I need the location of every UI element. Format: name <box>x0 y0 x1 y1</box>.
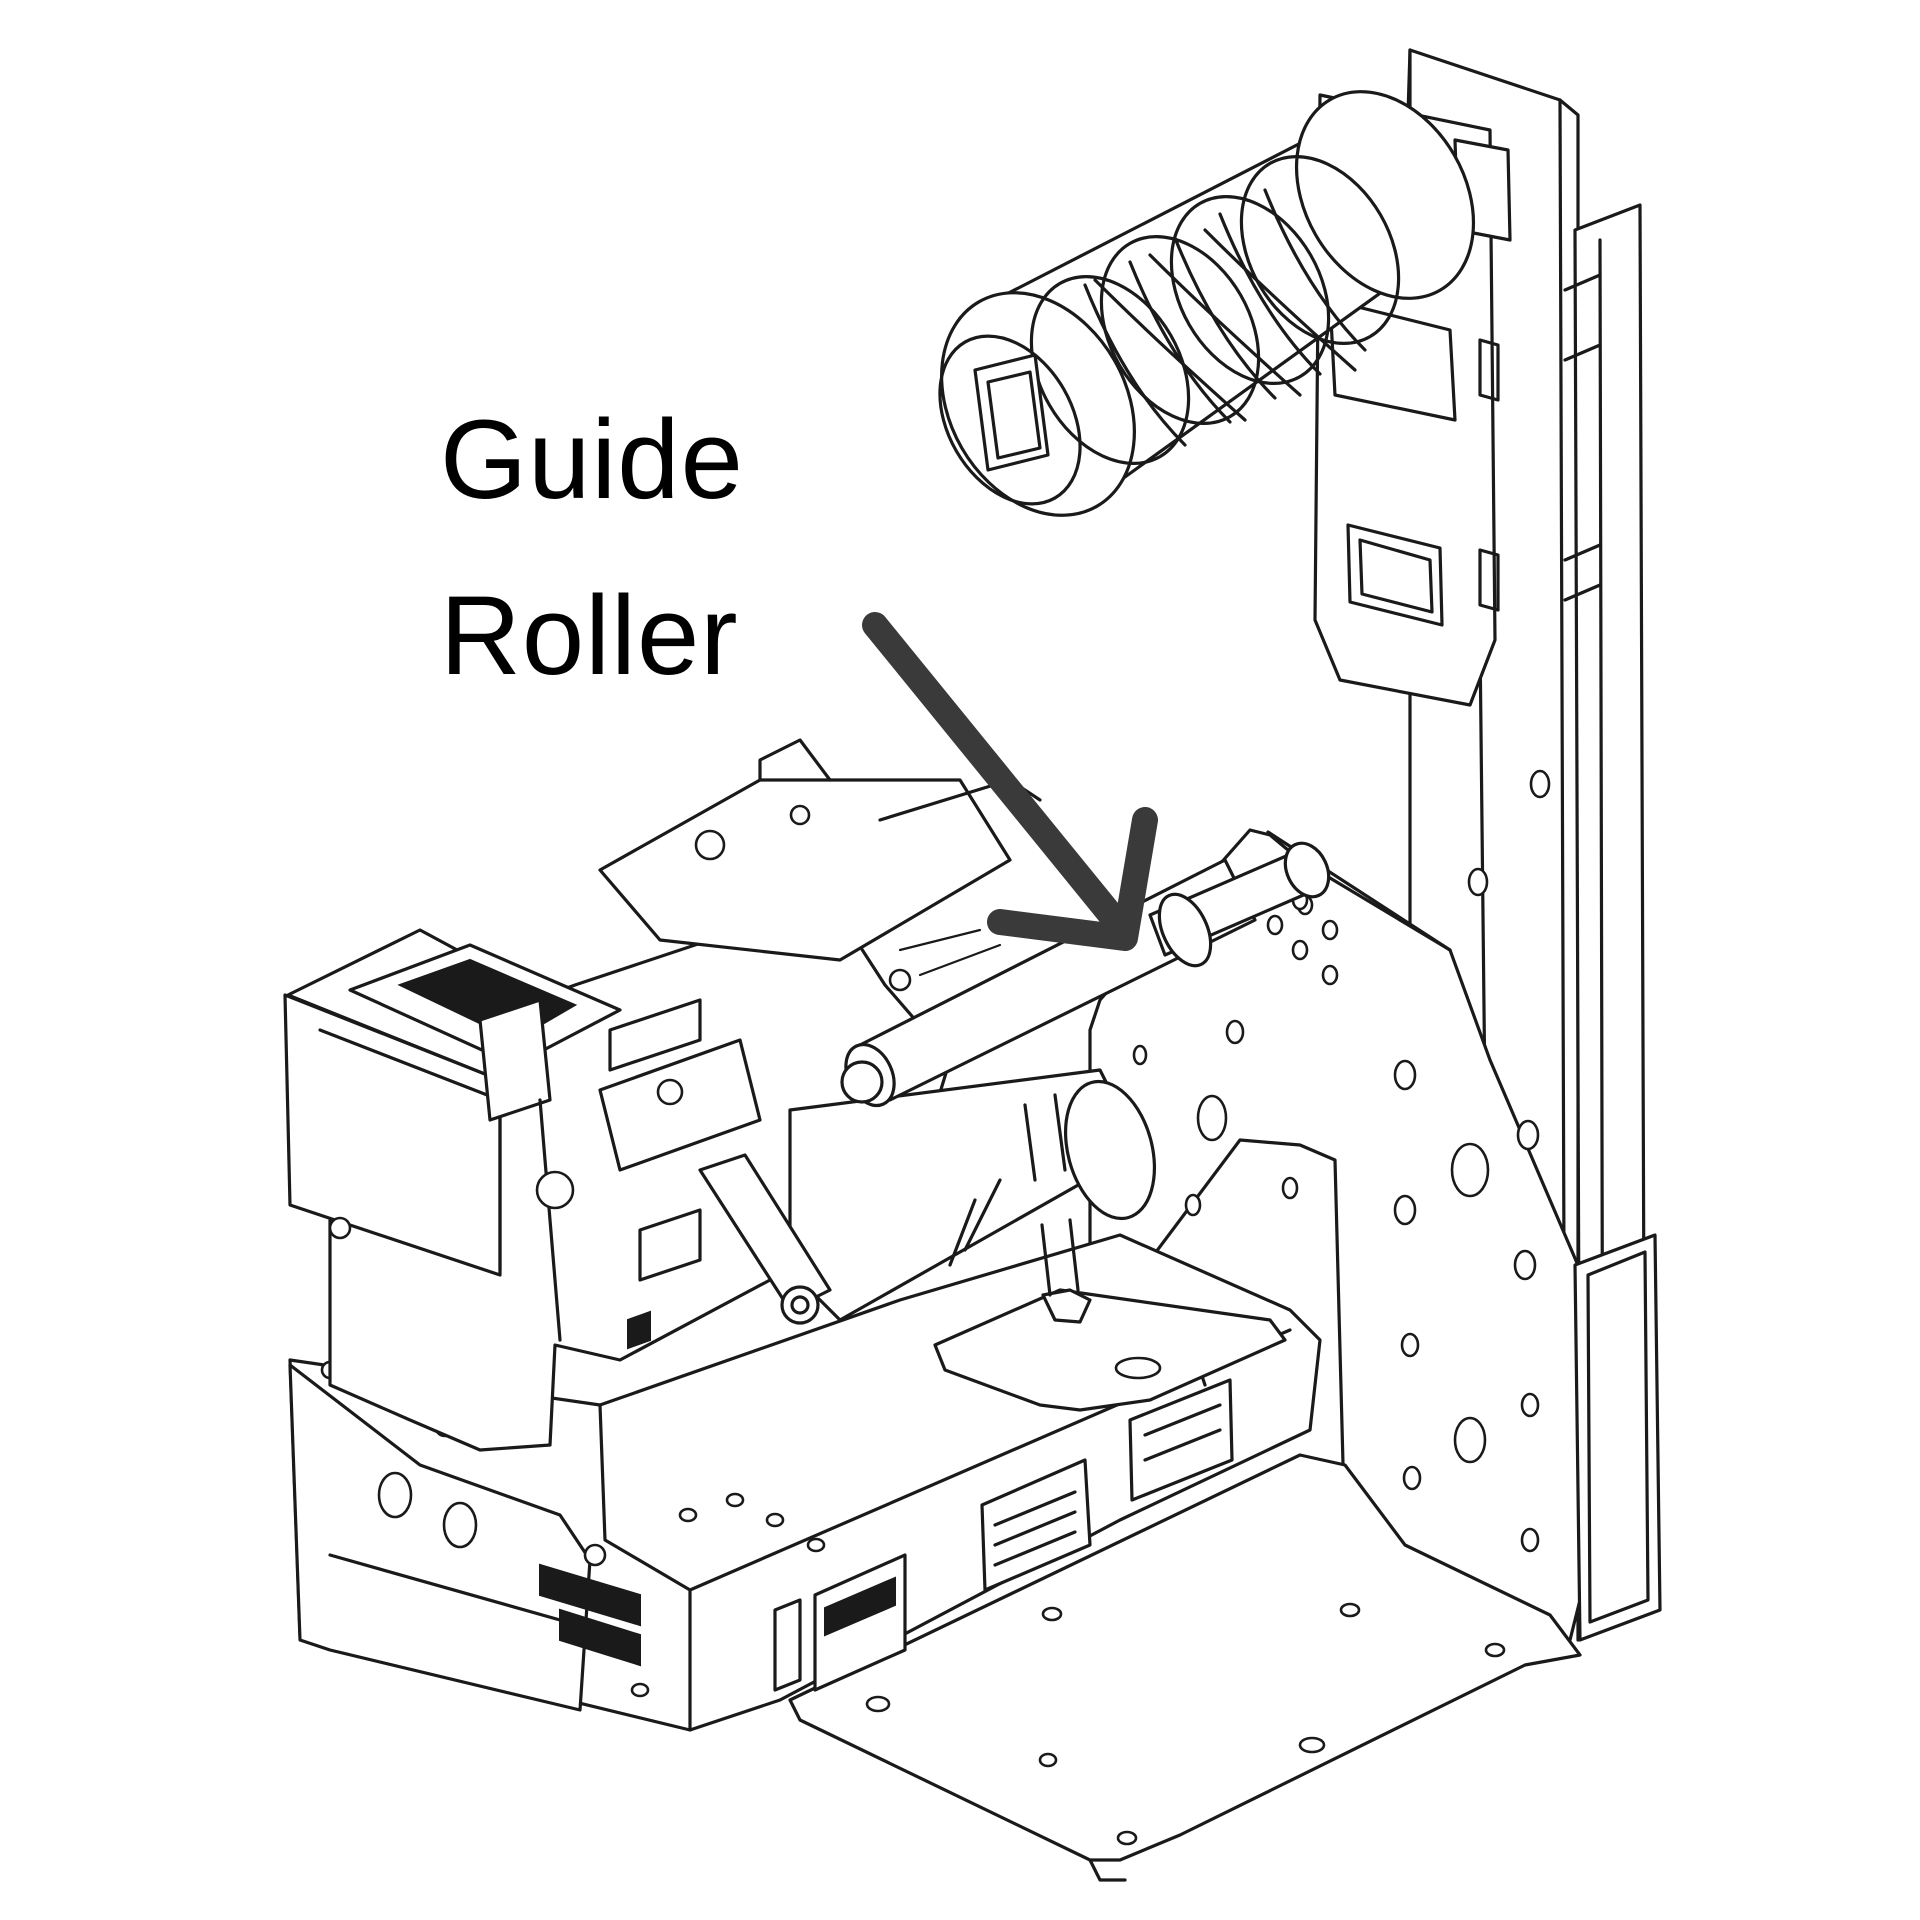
platen-roller <box>698 1068 1157 1325</box>
base-plate <box>788 1453 1582 1882</box>
spring-spindle <box>938 90 1476 517</box>
arrow-icon <box>862 612 1158 951</box>
callout-label: Guide Roller <box>440 372 960 724</box>
guide-roller <box>840 841 1331 1182</box>
mount-pad <box>933 1218 1287 1412</box>
print-mechanism <box>283 738 1042 1452</box>
side-plate <box>1088 828 1662 1642</box>
callout-line-2: Roller <box>440 573 739 698</box>
callout-line-1: Guide <box>440 397 744 522</box>
